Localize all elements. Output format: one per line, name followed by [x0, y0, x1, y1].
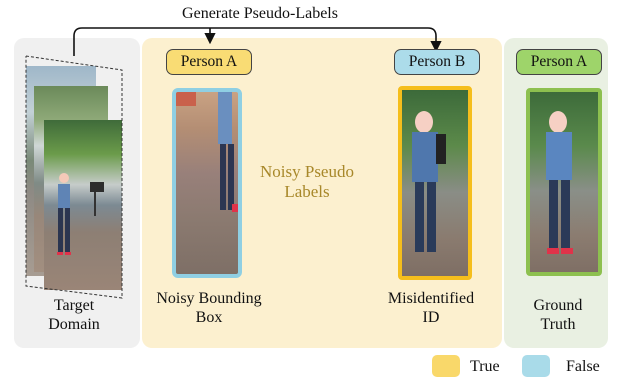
noisy-pseudo-labels-line-2: Labels [284, 182, 330, 202]
legend-true-swatch [432, 355, 460, 377]
caption-misidentified-line-1: Misidentified [387, 290, 475, 307]
tag-person-a-noisy: Person A [166, 49, 252, 75]
noisy-bounding-box-crop [172, 88, 242, 278]
caption-ground-line-2: Truth [540, 316, 576, 334]
legend-false-swatch [522, 355, 550, 377]
noisy-pseudo-labels-line-1: Noisy Pseudo [260, 162, 354, 181]
caption-target-domain: Target Domain [24, 296, 124, 334]
noisy-pseudo-labels-text: Noisy Pseudo Labels [254, 162, 360, 203]
person-figure-icon [57, 173, 104, 255]
misidentified-id-crop [398, 86, 472, 280]
person-a-figure [546, 111, 573, 254]
legend-true-label: True [470, 358, 500, 375]
caption-target-line-1: Target [53, 297, 95, 314]
generate-pseudo-labels-title: Generate Pseudo-Labels [182, 5, 338, 22]
tag-person-b-misidentified: Person B [394, 49, 480, 75]
caption-noisy-bounding-box: Noisy Bounding Box [144, 289, 274, 327]
tag-person-a-ground-truth: Person A [516, 49, 602, 75]
caption-noisy-line-2: Box [195, 309, 223, 327]
partial-person-figure [176, 92, 238, 212]
caption-misidentified-id: Misidentified ID [378, 289, 484, 327]
scene-image-front [44, 120, 122, 290]
caption-ground-line-1: Ground [533, 297, 583, 314]
caption-misidentified-line-2: ID [422, 309, 440, 327]
stack-outline [25, 55, 123, 299]
caption-target-line-2: Domain [48, 316, 100, 334]
caption-ground-truth: Ground Truth [514, 296, 602, 334]
ground-truth-crop [526, 88, 602, 276]
caption-noisy-line-1: Noisy Bounding [156, 290, 262, 307]
person-b-figure [412, 111, 446, 252]
legend-false-label: False [566, 358, 600, 375]
